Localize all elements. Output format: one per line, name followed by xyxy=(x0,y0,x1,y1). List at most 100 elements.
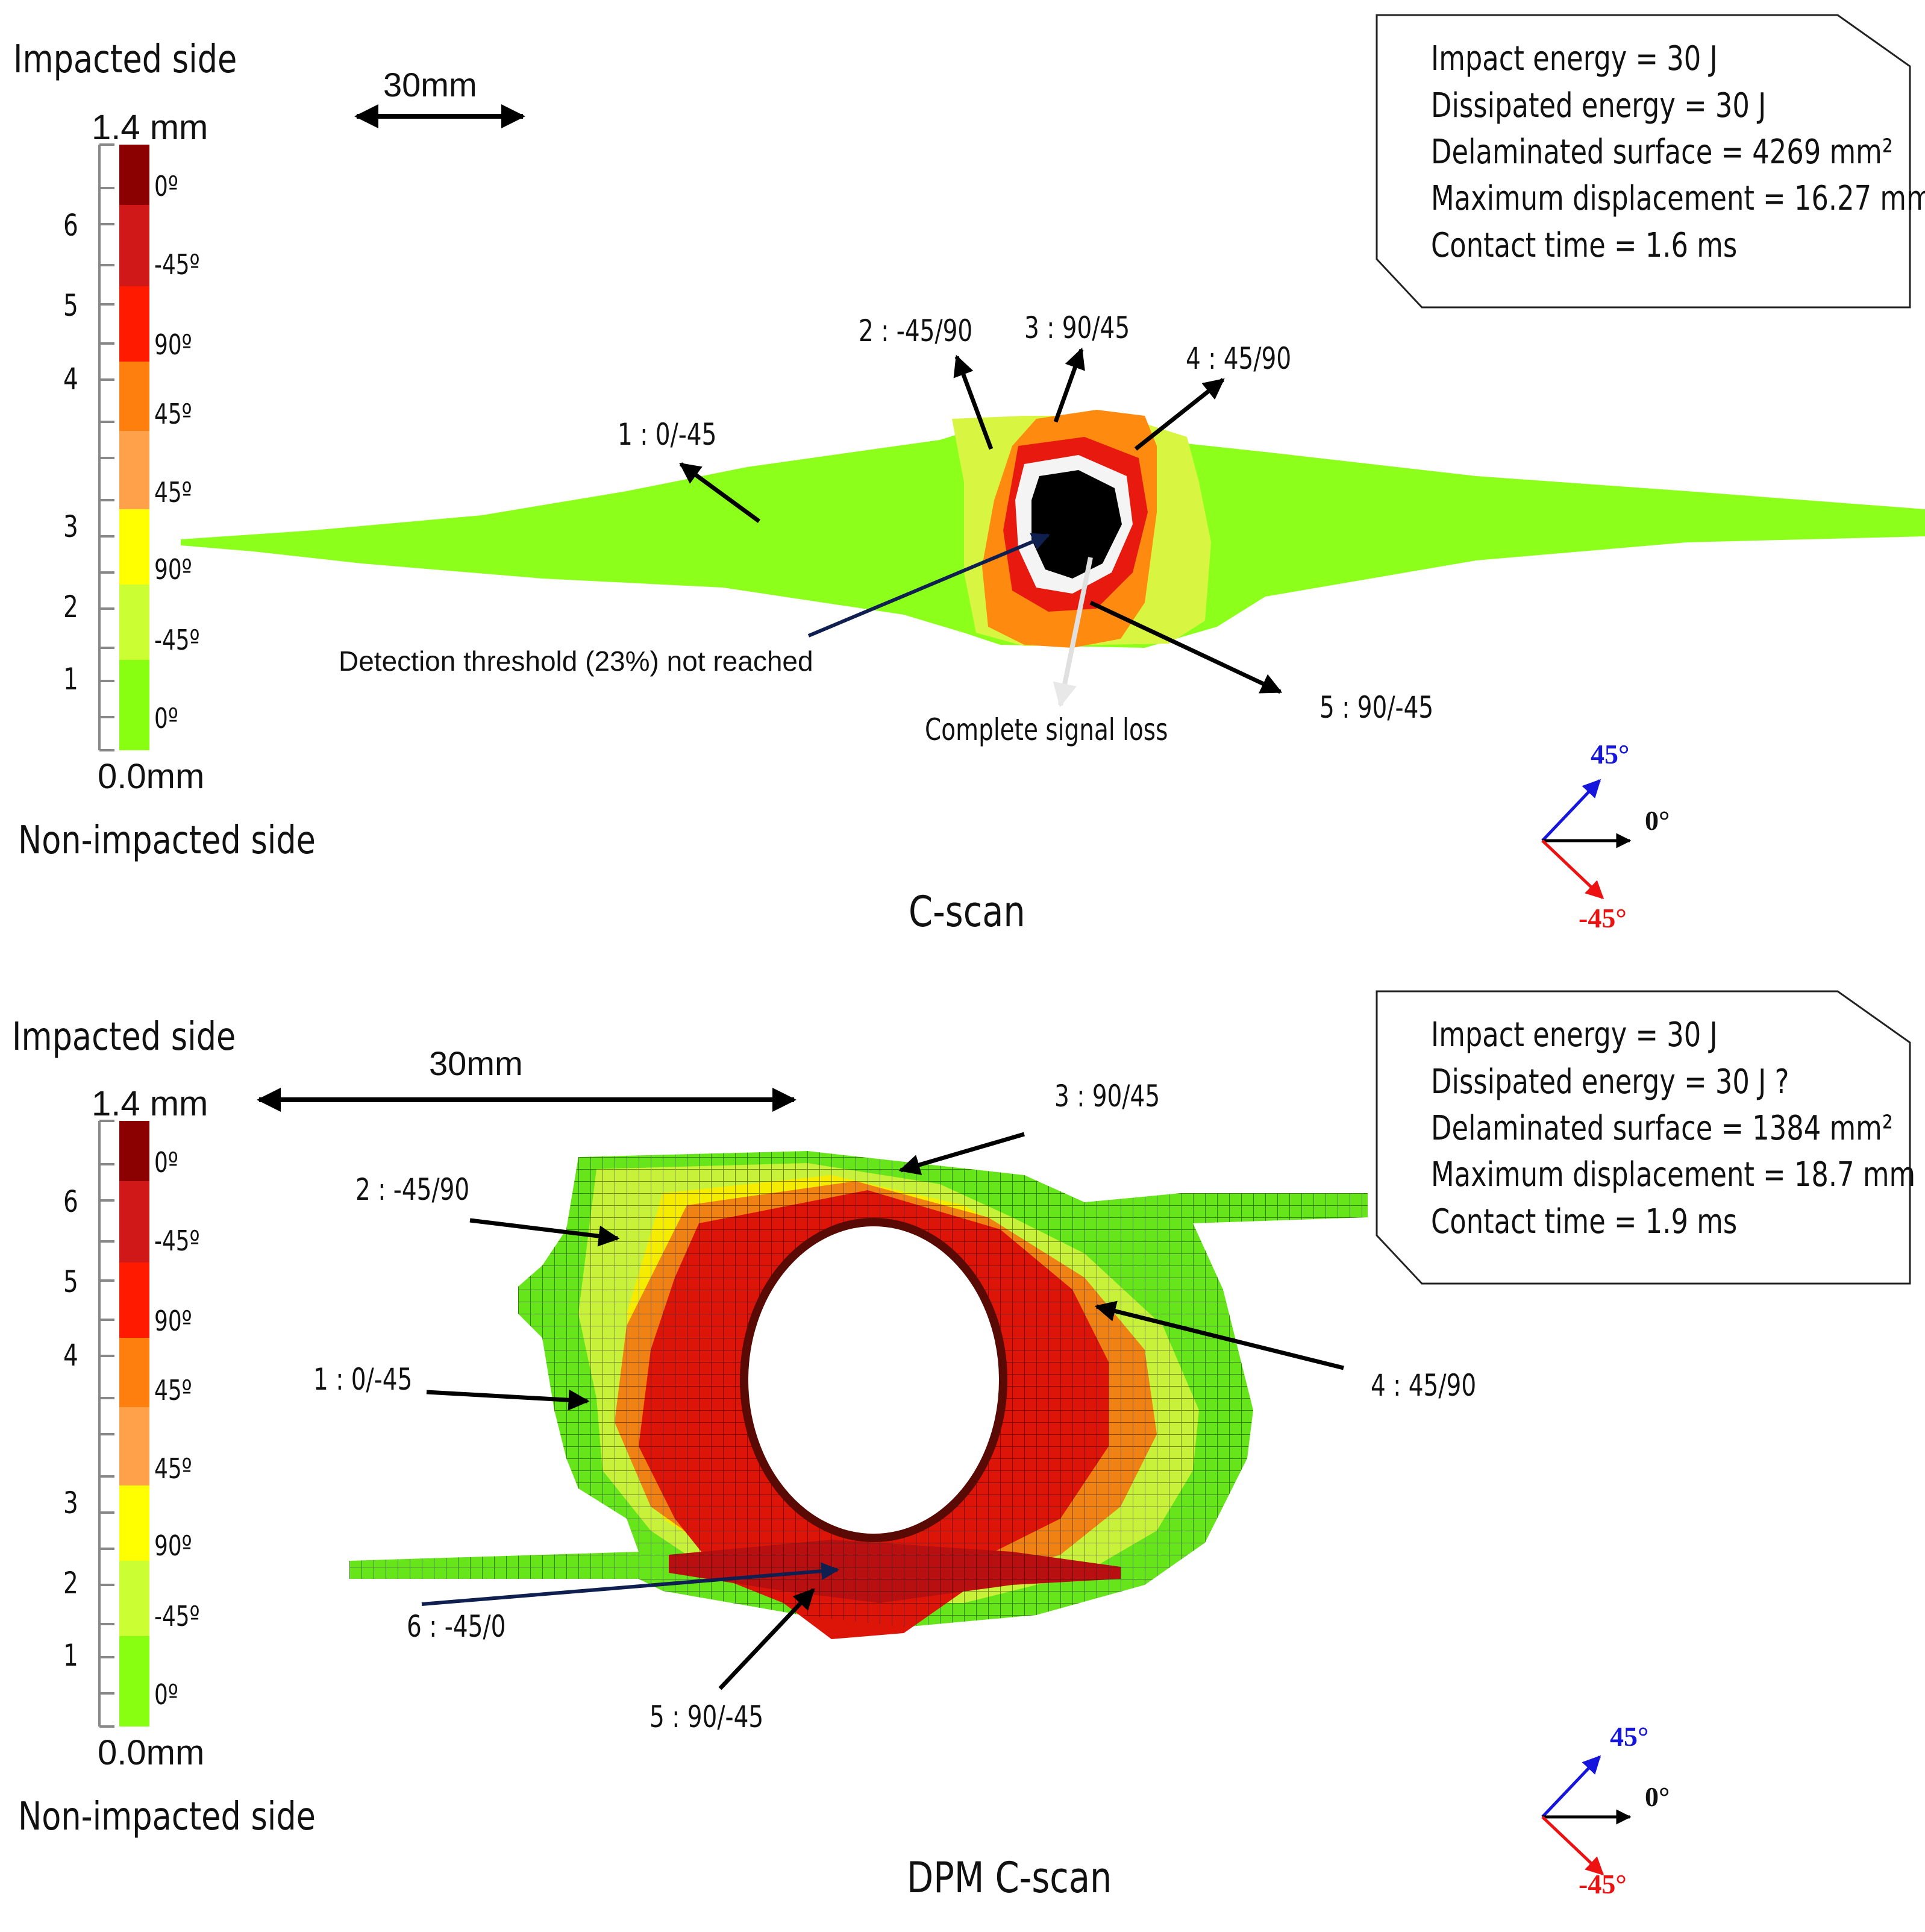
band-90-deg xyxy=(119,286,149,362)
interface-angle-8: 0º xyxy=(154,1678,178,1711)
arrow-5 xyxy=(718,1588,815,1690)
c-scan-panel: Impacted side Non-impacted side 1.4 mm 0… xyxy=(0,0,1925,956)
axis-m45-label: -45° xyxy=(1579,1869,1627,1899)
info-impact-energy: Impact energy = 30 J xyxy=(1431,39,1718,78)
interface-angle-6: 90º xyxy=(154,553,192,586)
signal-loss-annotation: Complete signal loss xyxy=(925,712,1168,747)
band-45b-deg xyxy=(119,431,149,509)
arrow-2 xyxy=(469,1218,620,1247)
ply-number-3: 3 xyxy=(63,1485,78,1520)
scale-bottom-label: 0.0mm xyxy=(98,757,205,796)
ply-number-4: 4 xyxy=(63,362,78,397)
info-box: Impact energy = 30 J Dissipated energy =… xyxy=(1377,15,1925,307)
info-delaminated-surface: Delaminated surface = 1384 mm² xyxy=(1431,1109,1893,1148)
interface-angle-6: 90º xyxy=(154,1529,192,1562)
annotation-1: 1 : 0/-45 xyxy=(313,1362,413,1397)
orientation-axes xyxy=(1541,1755,1632,1876)
interface-angle-2: -45º xyxy=(154,1225,200,1257)
info-dissipated-energy: Dissipated energy = 30 J ? xyxy=(1431,1062,1789,1102)
info-impact-energy: Impact energy = 30 J xyxy=(1431,1015,1718,1055)
interface-angle-1: 0º xyxy=(154,170,178,202)
ply-number-3: 3 xyxy=(63,509,78,544)
interface-angle-5: 45º xyxy=(154,476,192,509)
orientation-axes xyxy=(1541,779,1632,900)
c-scan-drawing xyxy=(98,14,1925,900)
interface-angle-3: 90º xyxy=(154,1305,192,1337)
arrow-threshold xyxy=(807,533,1050,638)
info-maximum-displacement: Maximum displacement = 18.7 mm xyxy=(1431,1155,1916,1194)
scale-top-label: 1.4 mm xyxy=(92,108,208,147)
ply-number-2: 2 xyxy=(63,589,78,624)
scale-top-label: 1.4 mm xyxy=(92,1084,208,1123)
interface-angle-5: 45º xyxy=(154,1452,192,1485)
arrow-3 xyxy=(1053,347,1085,423)
impacted-side-label: Impacted side xyxy=(12,1015,236,1059)
info-contact-time: Contact time = 1.9 ms xyxy=(1431,1202,1738,1241)
interface-angle-8: 0º xyxy=(154,702,178,735)
non-impacted-side-label: Non-impacted side xyxy=(18,1795,316,1839)
ply-number-2: 2 xyxy=(63,1566,78,1601)
scale-bar-label: 30mm xyxy=(383,66,477,104)
scale-bottom-label: 0.0mm xyxy=(98,1733,205,1772)
color-bar xyxy=(98,1120,149,1728)
dpm-damage-map xyxy=(349,1151,1368,1639)
dpm-c-scan-panel: Impacted side Non-impacted side 1.4 mm 0… xyxy=(0,976,1925,1932)
ply-number-4: 4 xyxy=(63,1338,78,1373)
info-contact-time: Contact time = 1.6 ms xyxy=(1431,226,1738,265)
arrow-2 xyxy=(953,354,994,450)
annotation-1: 1 : 0/-45 xyxy=(618,417,717,452)
band-90b-deg xyxy=(119,509,149,585)
axis-m45-label: -45° xyxy=(1579,903,1627,933)
interface-angle-7: -45º xyxy=(154,624,200,656)
arrow-1 xyxy=(426,1389,590,1411)
interface-angle-1: 0º xyxy=(154,1146,178,1179)
info-box-border xyxy=(1376,990,1911,1285)
ply-number-1: 1 xyxy=(63,1638,78,1673)
annotation-6: 6 : -45/0 xyxy=(407,1609,506,1644)
band-m45b-deg xyxy=(119,585,149,660)
axis-45-label: 45° xyxy=(1610,1721,1649,1752)
arrow-3 xyxy=(898,1132,1025,1175)
ply-number-5: 5 xyxy=(63,1264,78,1299)
annotation-5: 5 : 90/-45 xyxy=(649,1699,764,1734)
annotation-3: 3 : 90/45 xyxy=(1054,1079,1160,1114)
info-box-border xyxy=(1376,14,1911,309)
annotation-4: 4 : 45/90 xyxy=(1186,341,1292,376)
axis-45-label: 45° xyxy=(1591,739,1630,770)
info-box: Impact energy = 30 J Dissipated energy =… xyxy=(1377,991,1915,1284)
band-0b-deg xyxy=(119,660,149,750)
arrow-4 xyxy=(1094,1300,1344,1370)
ply-number-5: 5 xyxy=(63,288,78,323)
annotation-2: 2 : -45/90 xyxy=(859,313,973,348)
arrow-signal-loss xyxy=(1053,557,1093,707)
band-0-deg xyxy=(119,145,149,205)
c-scan-damage-map xyxy=(181,410,1925,648)
arrow-4 xyxy=(1134,378,1225,451)
interface-angle-3: 90º xyxy=(154,328,192,361)
ply-number-6: 6 xyxy=(63,1184,78,1219)
impact-hole xyxy=(740,1218,1007,1542)
non-impacted-side-label: Non-impacted side xyxy=(18,818,316,863)
interface-angle-4: 45º xyxy=(154,1374,192,1407)
band-m45-deg xyxy=(119,205,149,286)
info-dissipated-energy: Dissipated energy = 30 J xyxy=(1431,86,1767,125)
impacted-side-label: Impacted side xyxy=(13,37,237,82)
interface-angle-4: 45º xyxy=(154,398,192,430)
axis-0-label: 0° xyxy=(1645,1781,1670,1812)
threshold-annotation: Detection threshold (23%) not reached xyxy=(339,645,813,677)
color-bar xyxy=(98,143,149,751)
scale-bar-label: 30mm xyxy=(429,1044,523,1082)
arrow-5 xyxy=(1089,600,1283,694)
interface-angle-2: -45º xyxy=(154,248,200,281)
annotation-4: 4 : 45/90 xyxy=(1371,1368,1477,1403)
annotation-2: 2 : -45/90 xyxy=(355,1172,470,1207)
band-45-deg xyxy=(119,362,149,431)
dpm-c-scan-drawing xyxy=(98,990,1911,1876)
axis-0-label: 0° xyxy=(1645,805,1670,836)
info-maximum-displacement: Maximum displacement = 16.27 mm xyxy=(1431,179,1925,218)
panel-title: DPM C-scan xyxy=(907,1853,1112,1902)
ply-number-6: 6 xyxy=(63,208,78,243)
info-delaminated-surface: Delaminated surface = 4269 mm² xyxy=(1431,133,1893,172)
panel-title: C-scan xyxy=(909,887,1025,936)
arrow-6 xyxy=(421,1562,839,1606)
